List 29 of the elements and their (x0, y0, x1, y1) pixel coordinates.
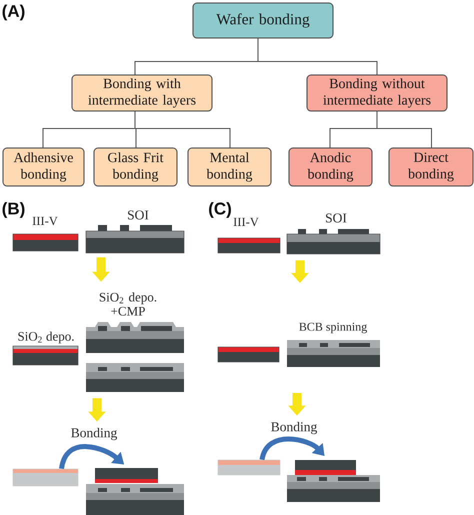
method-box: Mental bonding (188, 148, 272, 186)
connector-line (258, 38, 378, 75)
method-box: Adhensive bonding (2, 148, 84, 186)
wafer-stack (12, 468, 78, 486)
method-box: Anodic bonding (288, 148, 372, 186)
wafer-label: SOI (128, 210, 148, 220)
step-label: Bonding (271, 422, 317, 434)
wafer-label: SOI (326, 213, 346, 223)
bonded-wafer-stack (287, 460, 380, 502)
wafer-stack (218, 460, 280, 476)
bonded-wafer-stack (86, 468, 184, 515)
category-box: Bonding with intermediate layers (72, 74, 212, 112)
step-label: Bonding (71, 428, 117, 440)
method-box: Glass Frit bonding (94, 148, 178, 186)
wafer-stack (86, 363, 184, 392)
method-box: Direct bonding (388, 148, 474, 186)
wafer-label: III-V (234, 218, 259, 226)
panel-label: (B) (2, 202, 24, 218)
category-box: Bonding without intermediate layers (306, 74, 448, 112)
root-box: Wafer bonding (192, 2, 334, 38)
step-label: SiO$_{2}$ depo. +CMP (100, 292, 156, 316)
step-label: BCB spinning (299, 322, 367, 334)
connector-line (376, 111, 432, 148)
wafer-stack (218, 346, 280, 362)
panel-label: (A) (2, 4, 24, 20)
wafer-label: III-V (32, 216, 58, 226)
connector-line (134, 111, 230, 148)
step-label: SiO$_{2}$ depo. (18, 332, 74, 344)
panel-label: (C) (209, 202, 231, 218)
